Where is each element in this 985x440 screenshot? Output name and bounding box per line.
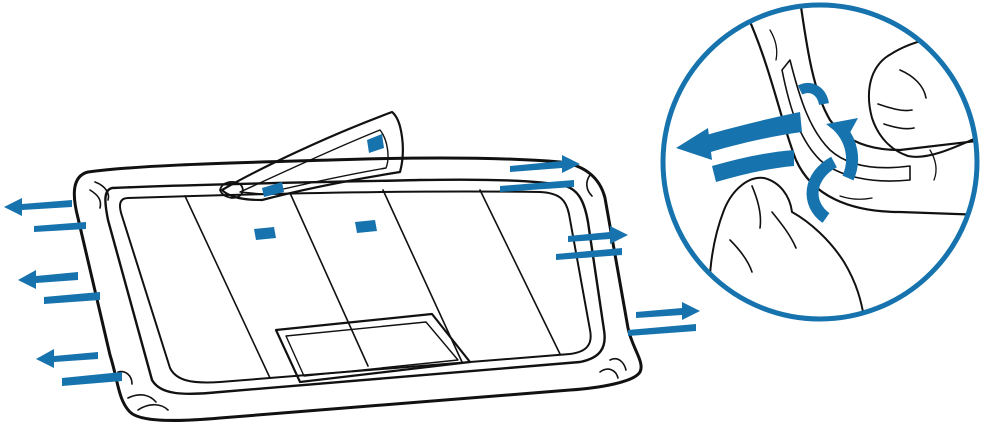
rotate-arrow-icon bbox=[797, 82, 859, 223]
pad-top-panel bbox=[119, 190, 592, 384]
stretch-arrows-icon bbox=[556, 226, 628, 260]
stretch-arrows-icon bbox=[4, 198, 86, 232]
quilt-seams bbox=[184, 189, 561, 379]
panel-marker bbox=[355, 220, 377, 233]
stretch-arrows-icon bbox=[628, 302, 700, 336]
panel-marker bbox=[254, 227, 276, 240]
skirt-wrinkles bbox=[89, 174, 627, 411]
lifted-corner-flap bbox=[220, 110, 404, 202]
stretch-arrows-icon bbox=[500, 155, 580, 192]
inset-background bbox=[663, 5, 977, 319]
flap-inner bbox=[239, 129, 389, 195]
stretch-arrows-right bbox=[500, 155, 700, 336]
flap-marker bbox=[367, 134, 384, 153]
hand-fingers bbox=[877, 69, 927, 130]
flap-curl bbox=[219, 181, 244, 199]
label-pocket bbox=[274, 312, 472, 384]
pad-inner-border bbox=[104, 178, 606, 395]
mattress-pad bbox=[72, 110, 643, 422]
flap-marker bbox=[262, 182, 284, 197]
detail-inset bbox=[660, 2, 980, 322]
pad-skirt bbox=[72, 156, 643, 422]
stretch-arrows-icon bbox=[18, 270, 100, 304]
stretch-arrows-icon bbox=[36, 349, 122, 386]
curved-arrow-left-icon bbox=[676, 112, 802, 182]
hand-icon bbox=[708, 176, 867, 319]
stretch-arrows-left bbox=[4, 198, 122, 386]
label-pocket-inner bbox=[285, 321, 459, 377]
hand-fingers bbox=[729, 185, 797, 273]
fabric-wrinkles bbox=[769, 29, 937, 200]
fabric-edge bbox=[738, 5, 977, 217]
inset-border bbox=[660, 2, 980, 322]
